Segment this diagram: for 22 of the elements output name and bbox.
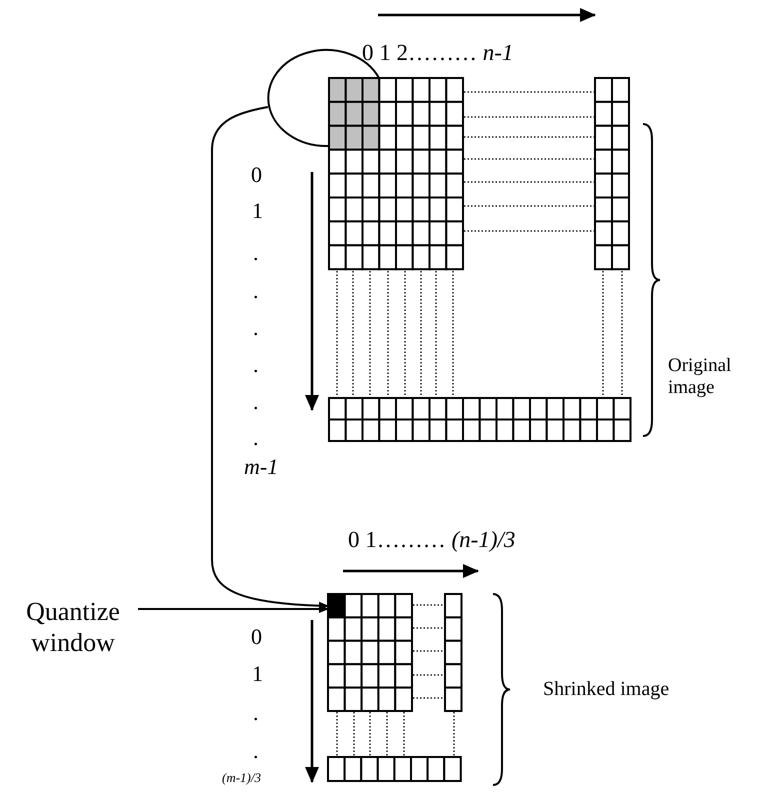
ellipsis-dot: .	[253, 352, 258, 378]
axis-label: 0 1 2……… n-1	[362, 40, 514, 66]
image-label: Shrinked image	[543, 678, 670, 701]
label-text: Quantize window	[25, 596, 121, 658]
arrow	[138, 605, 329, 613]
ellipsis-dot: .	[253, 240, 258, 266]
quantized-pixel	[328, 594, 345, 617]
index-label: m-1	[244, 454, 278, 480]
ellipsis-dot: .	[253, 738, 258, 764]
index-label: (m-1)/3	[222, 771, 261, 786]
index-number: 0	[251, 162, 262, 188]
ellipsis-dot: .	[253, 425, 258, 450]
index-number: 1	[252, 661, 263, 686]
ellipsis-dot: .	[253, 278, 258, 304]
image-label: Original image	[668, 355, 732, 399]
ellipsis-dot: .	[253, 389, 258, 414]
arrow	[211, 106, 329, 610]
ellipsis-dot: .	[253, 315, 258, 340]
index-number: 0	[251, 624, 262, 650]
ellipsis-dot: .	[253, 700, 258, 726]
index-number: 1	[252, 198, 263, 224]
axis-label: 0 1……… (n-1)/3	[348, 527, 516, 554]
